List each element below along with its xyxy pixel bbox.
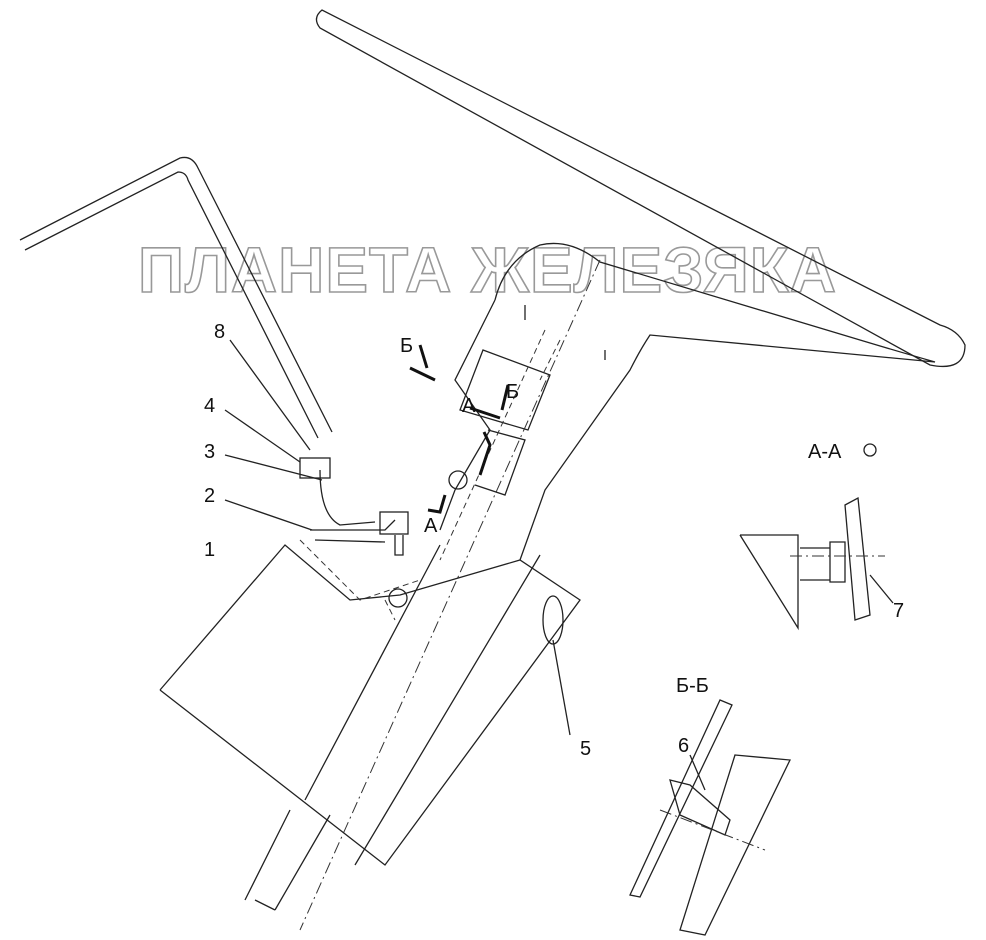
bolt	[394, 535, 404, 556]
hub-mount-lines	[524, 305, 606, 360]
watermark: ПЛАНЕТА ЖЕЛЕЗЯКА	[138, 234, 837, 306]
label-part-8: 8	[214, 321, 225, 343]
steering-wheel-hub	[494, 242, 936, 561]
label-part-1: 1	[204, 539, 215, 561]
detail-view-bb	[629, 699, 791, 936]
screw-head	[448, 470, 468, 490]
steering-shaft	[244, 809, 331, 911]
view-title-aa: А-А	[808, 441, 842, 463]
section-mark-b-lower: Б	[506, 381, 519, 403]
label-part-4: 4	[204, 395, 215, 417]
section-line-b-lower	[469, 384, 510, 420]
screw-head-lower	[388, 588, 408, 608]
section-mark-a-lower: А	[424, 515, 438, 537]
leader-lines	[224, 339, 894, 791]
label-part-3: 3	[204, 441, 215, 463]
fastener-5	[542, 595, 564, 645]
bracket-2	[310, 519, 396, 543]
inner-box-lower	[474, 429, 526, 496]
label-part-7: 7	[893, 600, 904, 622]
section-line-b-upper	[409, 344, 436, 382]
hidden-lines	[384, 329, 561, 621]
section-mark-b-upper: Б	[400, 335, 413, 357]
label-part-2: 2	[204, 485, 215, 507]
detail-view-aa	[739, 443, 885, 631]
label-part-5: 5	[580, 738, 591, 760]
hidden-shroud-line	[299, 539, 421, 601]
column-axis	[299, 259, 601, 931]
steering-wheel-rim	[315, 9, 966, 368]
bracket-block	[379, 511, 409, 535]
label-part-6: 6	[678, 735, 689, 757]
view-title-bb: Б-Б	[676, 675, 709, 697]
section-line-a-lower	[427, 494, 447, 514]
lever-8	[19, 156, 333, 439]
section-mark-a-upper: А	[462, 395, 476, 417]
section-line-a-upper	[478, 431, 492, 476]
lower-shroud	[159, 544, 581, 866]
lower-shroud-edges	[304, 544, 541, 866]
inner-box-upper	[459, 349, 551, 431]
